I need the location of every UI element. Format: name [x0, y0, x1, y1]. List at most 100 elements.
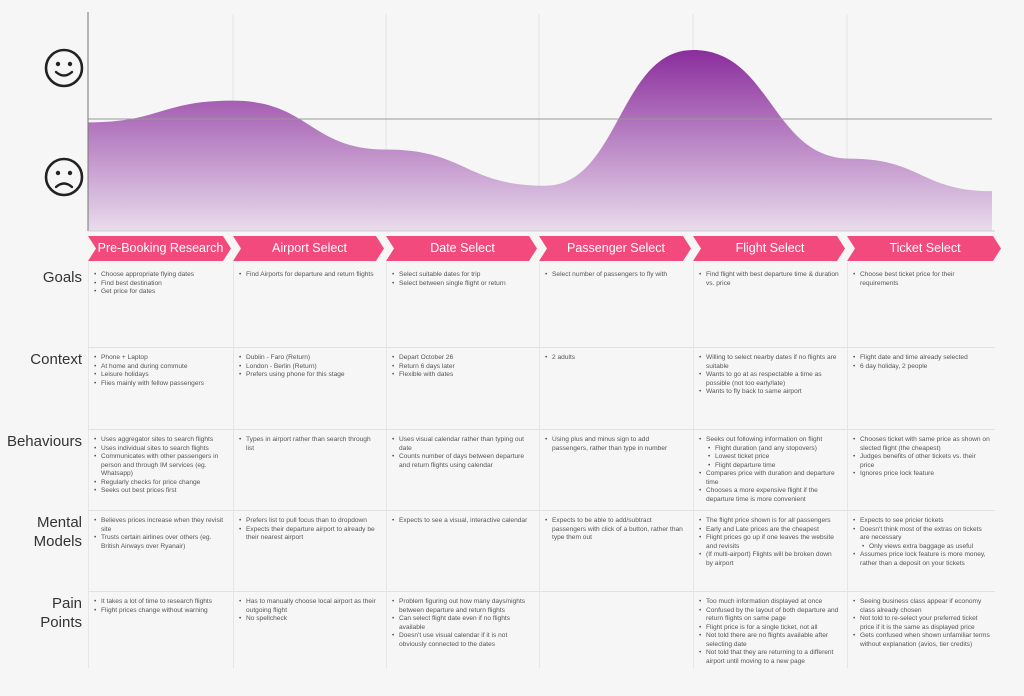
bullet-item: Assumes price lock feature is more money…: [853, 551, 990, 568]
emotion-curve-area: [88, 50, 992, 231]
bullet-list: Select number of passengers to fly with: [545, 271, 685, 280]
bullet-item: Believes prices increase when they revis…: [94, 517, 225, 534]
column-divider: [539, 262, 540, 668]
stage-label: Flight Select: [735, 241, 805, 255]
bullet-item: Expects to see pricier tickets: [853, 517, 990, 526]
bullet-list: Willing to select nearby dates if no fli…: [699, 354, 839, 397]
sad-face-icon: [44, 157, 84, 197]
bullet-item: Seeks out following information on fligh…: [699, 436, 839, 445]
bullet-item: Not told there are no flights available …: [699, 632, 839, 649]
bullet-list: Depart October 26Return 6 days laterFlex…: [392, 354, 531, 380]
bullet-item: Expects to see a visual, interactive cal…: [392, 517, 531, 526]
bullet-item: Too much information displayed at once: [699, 598, 839, 607]
bullet-item: (If multi-airport) Flights will be broke…: [699, 551, 839, 568]
bullet-list: Choose appropriate flying datesFind best…: [94, 271, 225, 297]
bullet-item: Expects to be able to add/subtract passe…: [545, 517, 685, 543]
bullet-item: Not told to re-select your preferred tic…: [853, 615, 990, 632]
bullet-item: Uses individual sites to search flights: [94, 445, 225, 454]
bullet-item: Find flight with best departure time & d…: [699, 271, 839, 288]
context-cell: Willing to select nearby dates if no fli…: [699, 354, 839, 397]
column-divider: [386, 262, 387, 668]
behaviours-cell: Using plus and minus sign to add passeng…: [545, 436, 685, 453]
bullet-item: Depart October 26: [392, 354, 531, 363]
bullet-list: Uses visual calendar rather than typing …: [392, 436, 531, 470]
bullet-list: Seeing business class appear if economy …: [853, 598, 990, 649]
stage-ticket-select: Ticket Select: [847, 236, 1003, 261]
bullet-item: Find best destination: [94, 280, 225, 289]
bullet-item: Select number of passengers to fly with: [545, 271, 685, 280]
stage-airport-select: Airport Select: [233, 236, 386, 261]
bullet-list: Select suitable dates for tripSelect bet…: [392, 271, 531, 288]
bullet-list: Dublin - Faro (Return)London - Berlin (R…: [239, 354, 378, 380]
column-divider: [233, 262, 234, 668]
bullet-item: Flight date and time already selected: [853, 354, 990, 363]
bullet-item: Flight duration (and any stopovers): [699, 445, 839, 454]
bullet-item: Return 6 days later: [392, 363, 531, 372]
bullet-item: Counts number of days between departure …: [392, 453, 531, 470]
bullet-item: Has to manually choose local airport as …: [239, 598, 378, 615]
mental-models-cell: Believes prices increase when they revis…: [94, 517, 225, 551]
bullet-item: Not told that they are returning to a di…: [699, 649, 839, 666]
bullet-item: Using plus and minus sign to add passeng…: [545, 436, 685, 453]
bullet-item: Wants to fly back to same airport: [699, 388, 839, 397]
stage-chevron-shape: [88, 236, 231, 261]
bullet-list: Find flight with best departure time & d…: [699, 271, 839, 288]
row-label-pain-line2: Points: [40, 614, 82, 631]
bullet-item: Prefers using phone for this stage: [239, 371, 378, 380]
bullet-item: Types in airport rather than search thro…: [239, 436, 378, 453]
bullet-item: Choose best ticket price for their requi…: [853, 271, 990, 288]
bullet-list: Flight date and time already selected6 d…: [853, 354, 990, 371]
bullet-item: It takes a lot of time to research fligh…: [94, 598, 225, 607]
pain-points-cell: Seeing business class appear if economy …: [853, 598, 990, 649]
stage-flight-select: Flight Select: [693, 236, 847, 261]
bullet-item: Regularly checks for price change: [94, 479, 225, 488]
pain-points-cell: It takes a lot of time to research fligh…: [94, 598, 225, 615]
column-divider: [693, 262, 694, 668]
bullet-item: Flight prices change without warning: [94, 607, 225, 616]
stage-date-select: Date Select: [386, 236, 539, 261]
bullet-list: Choose best ticket price for their requi…: [853, 271, 990, 288]
bullet-item: Get price for dates: [94, 288, 225, 297]
goals-cell: Select number of passengers to fly with: [545, 271, 685, 280]
bullet-item: Judges benefits of other tickets vs. the…: [853, 453, 990, 470]
bullet-list: Phone + LaptopAt home and during commute…: [94, 354, 225, 388]
bullet-item: Dublin - Faro (Return): [239, 354, 378, 363]
bullet-item: Choose appropriate flying dates: [94, 271, 225, 280]
goals-cell: Choose appropriate flying datesFind best…: [94, 271, 225, 297]
context-cell: Depart October 26Return 6 days laterFlex…: [392, 354, 531, 380]
behaviours-cell: Uses visual calendar rather than typing …: [392, 436, 531, 470]
row-label-pain-points: Pain Points: [0, 594, 82, 632]
stage-chevron-shape: [693, 236, 845, 261]
bullet-item: Wants to go at as respectable a time as …: [699, 371, 839, 388]
bullet-list: Has to manually choose local airport as …: [239, 598, 378, 624]
pain-points-cell: Has to manually choose local airport as …: [239, 598, 378, 624]
row-label-pain-line1: Pain: [51, 595, 82, 612]
behaviours-cell: Uses aggregator sites to search flightsU…: [94, 436, 225, 496]
emotion-chart: [87, 12, 995, 232]
bullet-item: Trusts certain airlines over others (eg.…: [94, 534, 225, 551]
bullet-item: Ignores price lock feature: [853, 470, 990, 479]
bullet-list: It takes a lot of time to research fligh…: [94, 598, 225, 615]
bullet-item: Select suitable dates for trip: [392, 271, 531, 280]
context-cell: Flight date and time already selected6 d…: [853, 354, 990, 371]
row-label-behaviours: Behaviours: [6, 433, 82, 450]
stage-label: Airport Select: [271, 241, 348, 255]
row-divider: [88, 510, 995, 511]
bullet-item: 2 adults: [545, 354, 685, 363]
bullet-list: Problem figuring out how many days/night…: [392, 598, 531, 649]
context-cell: 2 adults: [545, 354, 685, 363]
bullet-list: Prefers list to pull focus than to dropd…: [239, 517, 378, 543]
stage-pre-booking-research: Pre-Booking Research: [88, 236, 233, 261]
stage-label: Pre-Booking Research: [97, 241, 224, 255]
goals-cell: Select suitable dates for tripSelect bet…: [392, 271, 531, 288]
bullet-list: Expects to see a visual, interactive cal…: [392, 517, 531, 526]
bullet-item: Flexible with dates: [392, 371, 531, 380]
bullet-list: Using plus and minus sign to add passeng…: [545, 436, 685, 453]
stage-chevron-shape: [233, 236, 384, 261]
row-label-mental-line2: Models: [33, 533, 82, 550]
bullet-list: 2 adults: [545, 354, 685, 363]
bullet-item: Seeing business class appear if economy …: [853, 598, 990, 615]
bullet-item: Phone + Laptop: [94, 354, 225, 363]
column-divider: [847, 262, 848, 668]
bullet-item: Uses aggregator sites to search flights: [94, 436, 225, 445]
